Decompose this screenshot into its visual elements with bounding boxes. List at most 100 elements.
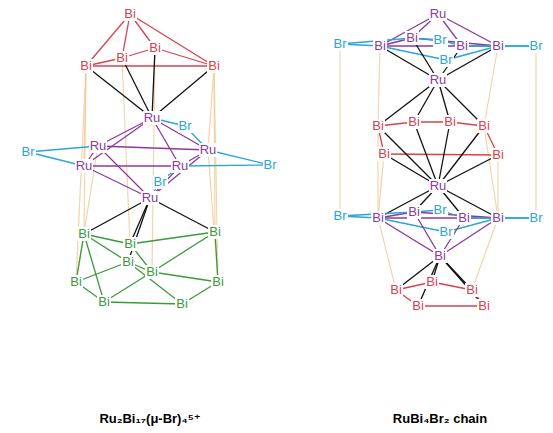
atom-label: Bi <box>491 39 505 53</box>
bond-line <box>380 46 446 60</box>
atom-label: Bi <box>123 7 137 21</box>
bond-line <box>377 126 378 218</box>
atom-label: Bi <box>457 211 471 225</box>
atom-label: Bi <box>465 283 479 297</box>
atom-label: Br <box>439 53 454 67</box>
atom-label: Br <box>433 203 448 217</box>
atom-label: Ru <box>141 191 160 205</box>
bond-line <box>84 165 180 166</box>
atom-label: Br <box>439 225 454 239</box>
atom-label: Bi <box>371 211 385 225</box>
bond-line <box>497 155 498 218</box>
bond-line <box>98 146 208 150</box>
atom-label: Bi <box>145 265 159 279</box>
bond-line <box>76 66 86 282</box>
bond-line <box>130 232 215 244</box>
atom-label: Bi <box>405 31 419 45</box>
bond-line <box>438 126 484 186</box>
bond-line <box>155 48 214 66</box>
bond-line <box>378 217 464 218</box>
bond-line <box>76 262 128 282</box>
atom-label: Br <box>178 119 193 133</box>
atom-label: Bi <box>211 275 225 289</box>
bond-line <box>86 65 214 66</box>
bond-line <box>122 58 152 118</box>
bond-line <box>472 218 498 290</box>
atom-label: Br <box>529 39 544 53</box>
bond-line <box>104 302 182 304</box>
atom-label: Bi <box>115 51 129 65</box>
atom-label: Ru <box>429 73 448 87</box>
bond-line <box>378 218 396 290</box>
bond-line <box>84 66 86 166</box>
atom-label: Br <box>263 158 278 172</box>
atom-label: Bi <box>121 255 135 269</box>
bond-line <box>128 198 150 262</box>
atom-label: Bi <box>455 39 469 53</box>
atom-label: Ru <box>429 7 448 21</box>
bond-line <box>208 150 218 282</box>
bond-line <box>28 146 98 152</box>
bond-line <box>180 165 270 166</box>
bond-line <box>535 46 536 218</box>
bond-line <box>128 262 182 304</box>
bond-line <box>152 232 215 272</box>
bond-line <box>484 46 498 126</box>
atom-label: Bi <box>69 275 83 289</box>
atom-label: Bi <box>491 148 505 162</box>
bond-line <box>384 154 498 155</box>
atom-label: Bi <box>79 59 93 73</box>
bond-line <box>484 126 498 218</box>
atom-label: Bi <box>77 227 91 241</box>
bond-line <box>339 44 340 216</box>
atom-label: Bi <box>175 297 189 311</box>
bond-line <box>378 154 384 218</box>
atom-label: Bi <box>411 299 425 313</box>
atom-label: Bi <box>148 41 162 55</box>
atom-label: Bi <box>377 147 391 161</box>
atom-label: Br <box>153 175 168 189</box>
atom-label: Ru <box>429 179 448 193</box>
bond-line <box>378 46 380 126</box>
bond-line <box>378 126 438 186</box>
bond-line <box>208 66 214 150</box>
atom-label: Bi <box>425 275 439 289</box>
bond-line <box>122 58 130 244</box>
atom-label: Ru <box>75 159 94 173</box>
atom-label: Br <box>529 211 544 225</box>
atom-label: Bi <box>207 59 221 73</box>
atom-label: Bi <box>373 39 387 53</box>
bond-line <box>150 198 215 232</box>
atom-label: Br <box>433 33 448 47</box>
formula-caption: RuBi₄Br₂ chain <box>393 411 487 426</box>
bond-line <box>438 122 450 186</box>
atom-label: Bi <box>477 119 491 133</box>
bond-line <box>152 272 218 282</box>
atom-label: Bi <box>97 295 111 309</box>
atom-label: Bi <box>407 115 421 129</box>
atom-label: Bi <box>123 237 137 251</box>
atom-label: Br <box>333 37 348 51</box>
atom-label: Bi <box>389 283 403 297</box>
atom-label: Bi <box>443 115 457 129</box>
formula-caption: Ru₂Bi₁₇(μ-Br)₄⁵⁺ <box>99 411 200 426</box>
atom-label: Br <box>333 209 348 223</box>
bond-line <box>214 66 218 282</box>
bond-line <box>446 218 498 232</box>
atom-label: Bi <box>371 119 385 133</box>
atom-label: Bi <box>491 211 505 225</box>
bond-line <box>378 218 440 256</box>
bond-line <box>84 118 152 166</box>
atom-label: Ru <box>89 139 108 153</box>
bond-line <box>152 48 155 272</box>
bond-line <box>414 122 438 186</box>
atom-label: Ru <box>143 111 162 125</box>
bond-line <box>84 234 104 302</box>
bond-line <box>152 48 155 118</box>
bond-line <box>418 305 484 306</box>
atom-label: Bi <box>208 225 222 239</box>
atom-label: Ru <box>199 143 218 157</box>
atom-label: Bi <box>477 299 491 313</box>
bond-line <box>130 14 214 66</box>
atom-label: Bi <box>407 205 421 219</box>
